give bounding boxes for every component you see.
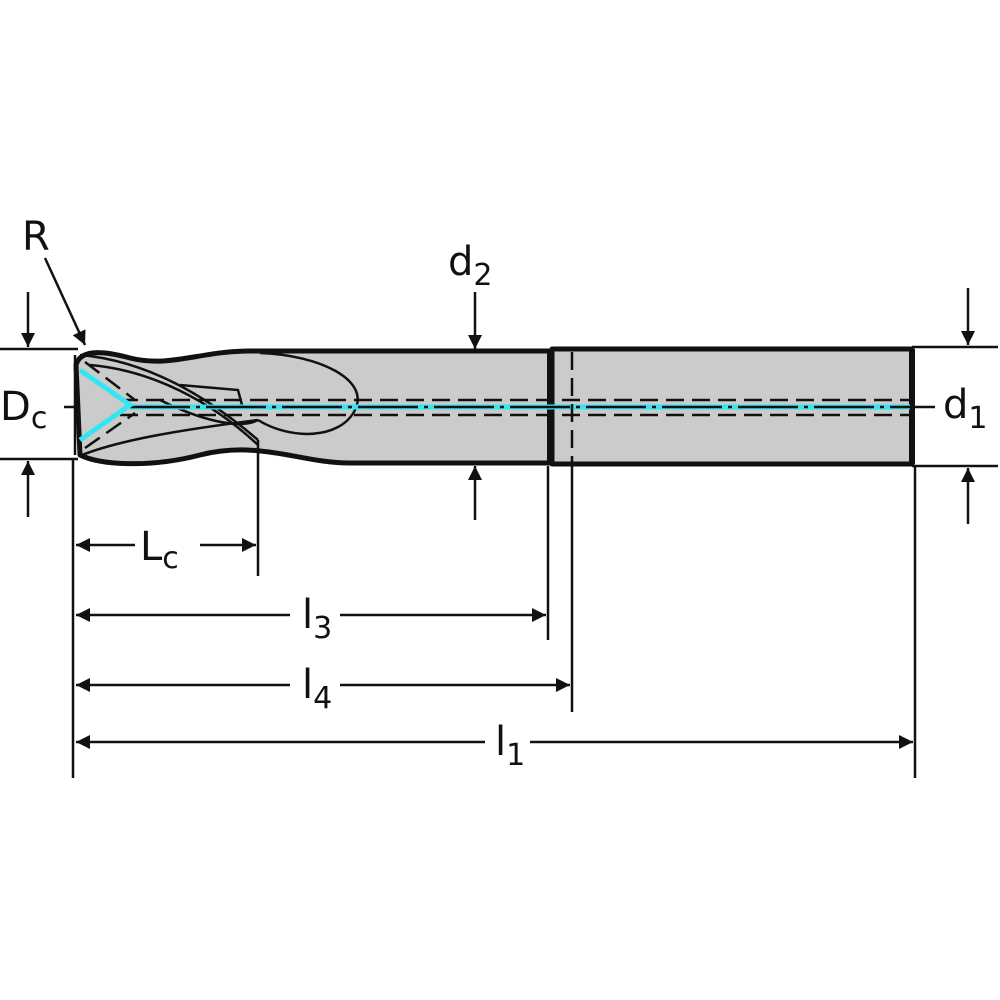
- label-d1: d1: [943, 382, 987, 436]
- label-Lc: Lc: [140, 524, 179, 576]
- label-l1: l1: [495, 719, 525, 773]
- dimension-arrows: [21, 257, 975, 749]
- label-Dc: Dc: [0, 384, 47, 436]
- coolant-channels: [78, 352, 910, 462]
- extension-lines: [0, 345, 998, 778]
- label-d2: d2: [448, 239, 492, 293]
- label-R: R: [22, 214, 50, 260]
- label-l4: l4: [302, 662, 332, 716]
- label-l3: l3: [302, 592, 332, 646]
